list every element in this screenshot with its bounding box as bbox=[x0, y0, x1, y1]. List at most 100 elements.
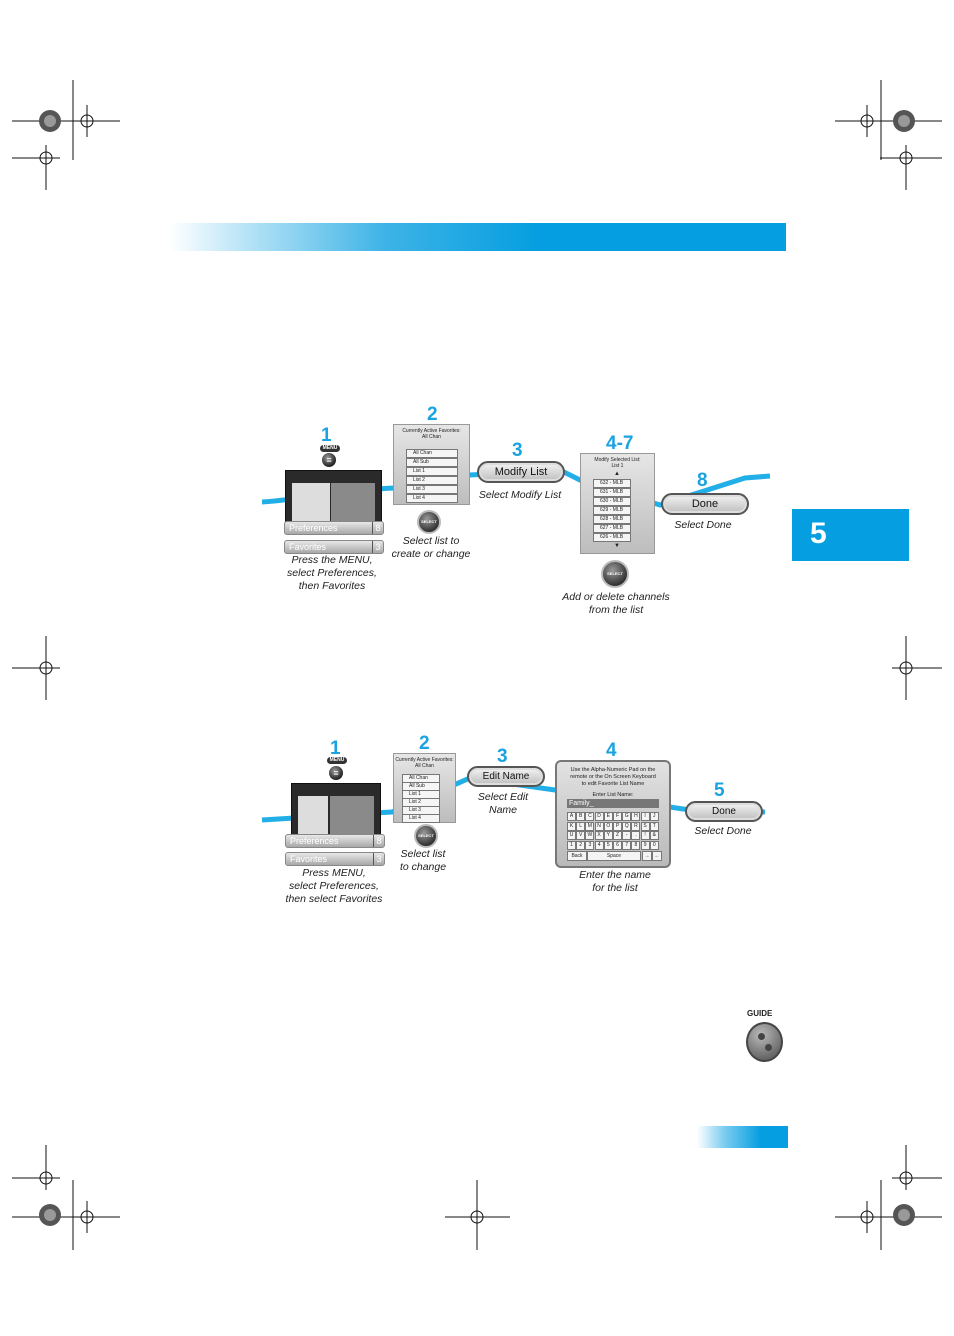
chapter-tab: 5 bbox=[792, 509, 909, 561]
list-name-input[interactable]: Family_ bbox=[567, 799, 659, 808]
keyboard-key[interactable]: 7 bbox=[622, 840, 632, 850]
menu-row-preferences: Preferences 8 bbox=[285, 834, 385, 848]
select-button-icon[interactable]: SELECT bbox=[417, 510, 441, 534]
keyboard-key[interactable]: & bbox=[649, 831, 659, 840]
keyboard-key[interactable]: S bbox=[640, 821, 650, 831]
keyboard-key[interactable]: ! bbox=[640, 831, 650, 840]
keyboard-key[interactable]: W bbox=[585, 831, 595, 840]
keyboard-key[interactable]: Z bbox=[613, 831, 622, 840]
keyboard-key[interactable]: V bbox=[576, 831, 586, 840]
favorites-panel: Currently Active Favorites: All Chan All… bbox=[393, 753, 456, 823]
keyboard-key[interactable]: G bbox=[622, 812, 632, 821]
done-button[interactable]: Done bbox=[685, 801, 763, 822]
keyboard-key[interactable]: . bbox=[631, 831, 641, 840]
keyboard-key[interactable]: R bbox=[631, 821, 641, 831]
arrow-left-icon[interactable]: ← bbox=[652, 851, 662, 861]
keyboard-key[interactable]: Y bbox=[603, 831, 613, 840]
list-item[interactable]: List 4 bbox=[402, 814, 440, 823]
keyboard-key[interactable]: T bbox=[649, 821, 659, 831]
step-3-number: 3 bbox=[512, 440, 523, 461]
step-2-number: 2 bbox=[427, 404, 438, 425]
keyboard-key[interactable]: 9 bbox=[640, 840, 650, 850]
keyboard-key[interactable]: U bbox=[567, 831, 576, 840]
edit-name-button[interactable]: Edit Name bbox=[467, 766, 545, 787]
menu-row-number: 3 bbox=[372, 541, 383, 553]
step-1-number: 1 bbox=[321, 425, 332, 446]
keyboard-key[interactable]: 8 bbox=[631, 840, 641, 850]
menu-button-icon[interactable]: ≡ bbox=[329, 766, 343, 780]
keyboard-key[interactable]: A bbox=[567, 812, 576, 821]
done-button[interactable]: Done bbox=[661, 493, 749, 515]
keyboard-key[interactable]: 2 bbox=[576, 840, 586, 850]
keyboard-key[interactable]: - bbox=[622, 831, 632, 840]
caption-step-3: Select Modify List bbox=[478, 489, 562, 501]
keyboard-key[interactable]: 5 bbox=[603, 840, 613, 850]
channel-row[interactable]: 628 - MLB bbox=[593, 515, 631, 524]
back-key[interactable]: Back bbox=[567, 851, 587, 861]
channel-row[interactable]: 630 - MLB bbox=[593, 497, 631, 506]
keyboard-key[interactable]: E bbox=[603, 812, 613, 821]
footer-bar bbox=[697, 1126, 788, 1148]
menu-label: MENU bbox=[320, 445, 340, 452]
scroll-up-icon[interactable]: ▲ bbox=[614, 471, 620, 477]
list-item[interactable]: List 4 bbox=[406, 494, 458, 503]
list-item[interactable]: All Sub bbox=[406, 458, 458, 467]
keyboard-key[interactable]: N bbox=[594, 821, 604, 831]
chapter-number: 5 bbox=[810, 517, 827, 550]
menu-row-label: Preferences bbox=[290, 836, 339, 846]
menu-row-label: Favorites bbox=[290, 854, 328, 864]
keyboard-key[interactable]: M bbox=[585, 821, 595, 831]
list-item[interactable]: List 3 bbox=[406, 485, 458, 494]
keyboard-key[interactable]: 0 bbox=[649, 840, 659, 850]
keyboard-key[interactable]: O bbox=[603, 821, 613, 831]
keyboard-key[interactable]: K bbox=[567, 821, 576, 831]
keyboard-key[interactable]: X bbox=[594, 831, 604, 840]
tv-screen-thumbnail bbox=[291, 783, 381, 837]
channel-row[interactable]: 632 - MLB bbox=[593, 479, 631, 488]
keyboard-key[interactable]: B bbox=[576, 812, 586, 821]
favorites-panel: Currently Active Favorites: All Chan All… bbox=[393, 424, 470, 505]
list-item[interactable]: List 1 bbox=[406, 467, 458, 476]
keyboard-key[interactable]: 3 bbox=[585, 840, 595, 850]
menu-button-icon[interactable]: ≡ bbox=[322, 453, 336, 467]
keyboard-key[interactable]: Q bbox=[622, 821, 632, 831]
select-button-icon[interactable]: SELECT bbox=[601, 560, 629, 588]
menu-row-favorites: Favorites 3 bbox=[285, 852, 385, 866]
keyboard-key[interactable]: H bbox=[631, 812, 641, 821]
channel-row[interactable]: 629 - MLB bbox=[593, 506, 631, 515]
keyboard-key[interactable]: 6 bbox=[613, 840, 622, 850]
arrow-right-icon[interactable]: → bbox=[642, 851, 652, 861]
modify-list-button[interactable]: Modify List bbox=[477, 461, 565, 483]
keyboard-key[interactable]: F bbox=[613, 812, 622, 821]
header-bar bbox=[170, 223, 786, 251]
channel-row[interactable]: 627 - MLB bbox=[593, 524, 631, 533]
keyboard-key[interactable]: L bbox=[576, 821, 586, 831]
caption-step-5: Select Done bbox=[694, 825, 752, 837]
keyboard-key[interactable]: J bbox=[649, 812, 659, 821]
select-button-icon[interactable]: SELECT bbox=[414, 824, 438, 848]
keyboard-key[interactable]: 1 bbox=[567, 840, 576, 850]
guide-label: GUIDE bbox=[747, 1009, 773, 1018]
keyboard-key[interactable]: P bbox=[613, 821, 622, 831]
step-1-number: 1 bbox=[330, 738, 341, 759]
list-item[interactable]: All Chan bbox=[406, 449, 458, 458]
menu-row-label: Preferences bbox=[289, 523, 338, 533]
channel-row[interactable]: 631 - MLB bbox=[593, 488, 631, 497]
list-item[interactable]: List 2 bbox=[406, 476, 458, 485]
keyboard-key[interactable]: C bbox=[585, 812, 595, 821]
keyboard-key[interactable]: I bbox=[640, 812, 650, 821]
keyboard-key[interactable]: 4 bbox=[594, 840, 604, 850]
caption-step-8: Select Done bbox=[674, 519, 732, 531]
space-key[interactable]: Space bbox=[587, 851, 641, 861]
channel-row[interactable]: 626 - MLB bbox=[593, 533, 631, 542]
scroll-down-icon[interactable]: ▼ bbox=[614, 543, 620, 549]
modify-list-panel: Modify Selected List: List 1 ▲ 632 - MLB… bbox=[580, 453, 655, 554]
menu-row-label: Favorites bbox=[289, 542, 327, 552]
menu-row-number: 3 bbox=[373, 853, 384, 865]
keyboard-key[interactable]: D bbox=[594, 812, 604, 821]
guide-button-icon[interactable] bbox=[746, 1022, 783, 1062]
menu-row-number: 8 bbox=[372, 522, 383, 534]
